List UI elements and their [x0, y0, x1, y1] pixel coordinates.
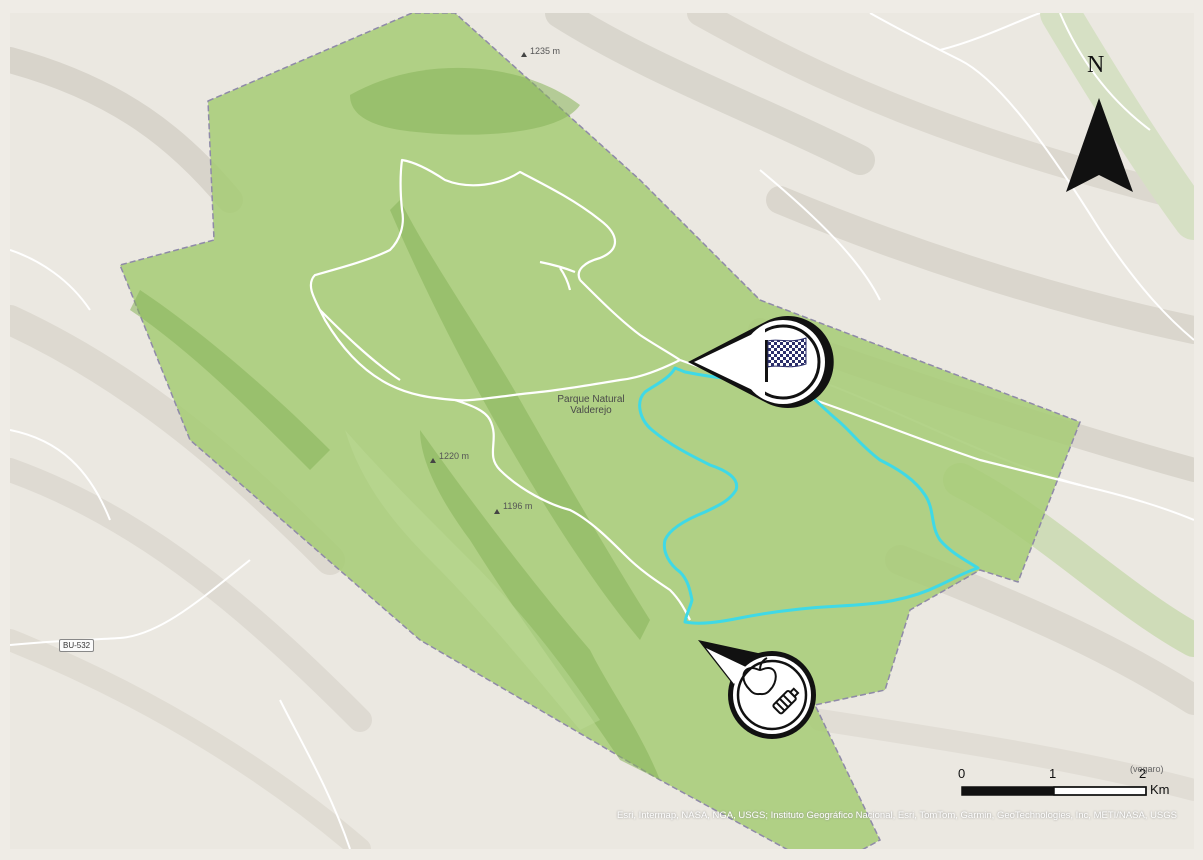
finish-marker[interactable]	[688, 316, 834, 409]
scale-note: (vegaro)	[1130, 764, 1164, 774]
checkered-flag-icon	[765, 337, 807, 382]
north-label: N	[1087, 52, 1105, 78]
park-name-line1: Parque Natural	[557, 394, 625, 405]
park-area[interactable]	[118, 13, 1081, 849]
food-water-marker[interactable]	[698, 640, 816, 739]
apple-icon	[742, 657, 777, 696]
water-bottle-icon	[772, 687, 800, 715]
scale-tick-0: 0	[958, 766, 966, 781]
north-arrow	[1066, 98, 1133, 192]
park-name-label[interactable]: Parque Natural Valderejo	[541, 394, 641, 416]
lighter-valley	[345, 430, 600, 730]
peak-label-1235: 1235 m	[530, 46, 561, 56]
scale-unit: Km	[1150, 782, 1170, 797]
map-attribution: Esri, Intermap, NASA, NGA, USGS; Institu…	[617, 810, 1177, 821]
road-shield-bu532[interactable]: BU-532	[59, 639, 95, 652]
scale-tick-1: 1	[1049, 766, 1057, 781]
scale-bar	[961, 786, 1147, 796]
hiking-route[interactable]	[638, 366, 980, 625]
ridge-shading	[130, 67, 660, 780]
peak-label-1196: 1196 m	[503, 501, 533, 511]
background-roads	[10, 13, 1194, 849]
map-canvas[interactable]	[10, 13, 1194, 849]
peak-markers	[430, 52, 527, 514]
peak-label-1220: 1220 m	[439, 451, 470, 461]
scale-tick-2: 2	[1139, 766, 1147, 781]
park-name-line2: Valderejo	[570, 405, 612, 416]
